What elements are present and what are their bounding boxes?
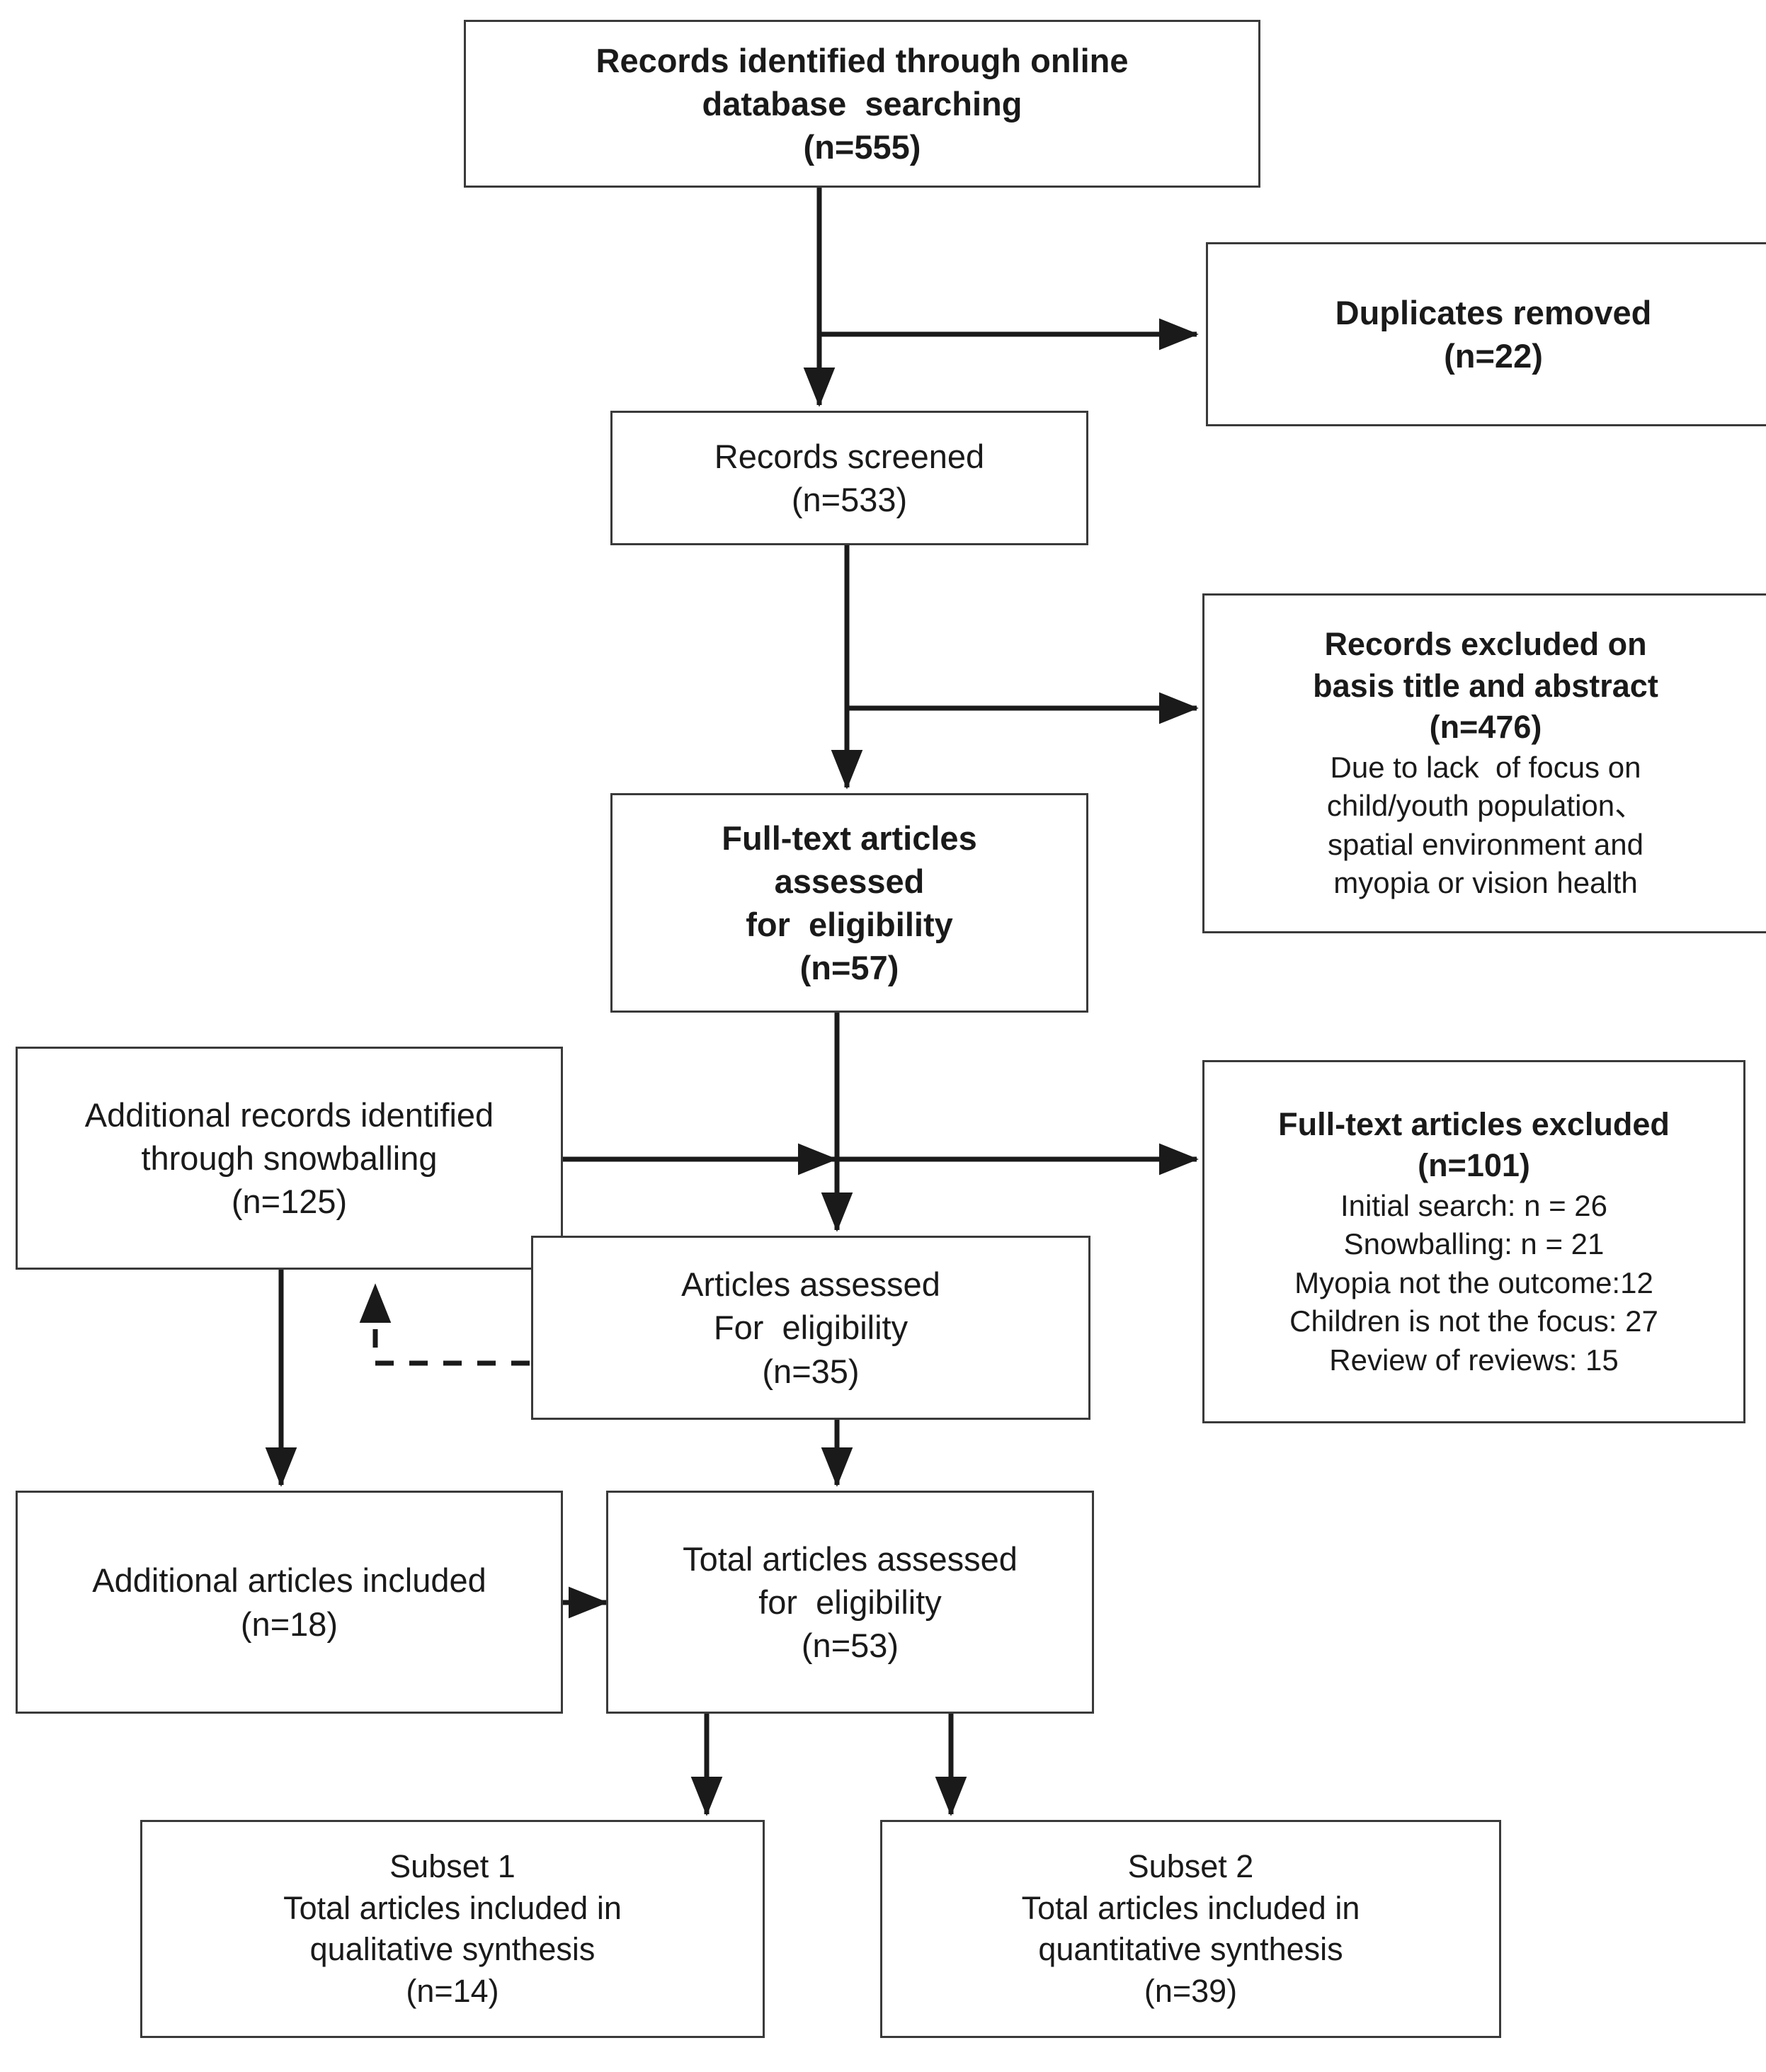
node-fulltext-articles-excluded: Full-text articles excluded (n=101) Init…	[1202, 1060, 1745, 1423]
node-line: Duplicates removed	[1335, 293, 1652, 331]
node-line: qualitative synthesis	[309, 1931, 596, 1967]
node-line: database searching	[702, 84, 1022, 123]
node-line: Full-text articles	[722, 819, 977, 857]
node-line: for eligibility	[758, 1583, 942, 1621]
node-line: (n=53)	[801, 1627, 899, 1665]
node-records-screened: Records screened (n=533)	[610, 411, 1088, 545]
node-line: Subset 1	[389, 1848, 515, 1884]
node-line: Total articles included in	[283, 1889, 622, 1926]
node-line: Full-text articles excluded	[1278, 1105, 1670, 1142]
node-line: For eligibility	[713, 1309, 908, 1347]
node-line: basis title and abstract	[1313, 667, 1658, 704]
node-line: child/youth population、	[1326, 789, 1645, 823]
node-line: Children is not the focus: 27	[1289, 1304, 1658, 1338]
node-line: through snowballing	[141, 1139, 438, 1177]
node-line: (n=555)	[803, 128, 921, 166]
node-line: for eligibility	[746, 906, 953, 943]
node-line: Subset 2	[1127, 1848, 1254, 1884]
node-line: (n=35)	[762, 1352, 860, 1390]
node-line: Additional records identified	[84, 1095, 494, 1134]
node-line: (n=101)	[1418, 1147, 1530, 1184]
node-line: (n=22)	[1444, 337, 1543, 375]
node-additional-records-snowballing: Additional records identified through sn…	[16, 1047, 563, 1270]
node-line: (n=476)	[1429, 709, 1542, 746]
node-line: Records excluded on	[1324, 626, 1647, 663]
node-line: (n=533)	[791, 481, 908, 518]
edge-articles-to-snowballing-dashed	[359, 1283, 530, 1366]
node-line: Myopia not the outcome:12	[1294, 1265, 1653, 1299]
node-subset-2: Subset 2 Total articles included in quan…	[880, 1820, 1501, 2038]
node-line: Additional articles included	[92, 1561, 486, 1600]
node-line: Records identified through online	[596, 41, 1129, 79]
node-articles-assessed: Articles assessed For eligibility (n=35)	[531, 1236, 1090, 1420]
node-subset-1: Subset 1 Total articles included in qual…	[140, 1820, 765, 2038]
node-line: quantitative synthesis	[1038, 1931, 1343, 1967]
node-total-articles-assessed: Total articles assessed for eligibility …	[606, 1491, 1094, 1714]
node-line: (n=18)	[240, 1605, 338, 1643]
node-line: Total articles included in	[1021, 1889, 1360, 1926]
node-line: Due to lack of focus on	[1330, 750, 1641, 784]
node-line: Initial search: n = 26	[1340, 1188, 1608, 1222]
node-line: Total articles assessed	[683, 1539, 1018, 1578]
node-line: Snowballing: n = 21	[1343, 1227, 1605, 1261]
node-line: Review of reviews: 15	[1329, 1343, 1619, 1377]
node-records-identified: Records identified through online databa…	[464, 20, 1260, 188]
node-additional-articles-included: Additional articles included (n=18)	[16, 1491, 563, 1714]
node-line: Articles assessed	[681, 1265, 940, 1304]
node-line: (n=39)	[1144, 1972, 1238, 2009]
node-duplicates-removed: Duplicates removed (n=22)	[1206, 242, 1766, 426]
node-line: Records screened	[714, 437, 985, 475]
node-line: myopia or vision health	[1333, 866, 1638, 900]
node-records-excluded: Records excluded on basis title and abst…	[1202, 593, 1766, 933]
node-line: (n=14)	[406, 1972, 499, 2009]
node-line: (n=125)	[231, 1183, 348, 1221]
node-line: (n=57)	[799, 949, 899, 987]
node-line: spatial environment and	[1328, 827, 1643, 861]
node-line: assessed	[774, 862, 925, 900]
node-fulltext-articles-assessed: Full-text articles assessed for eligibil…	[610, 793, 1088, 1013]
